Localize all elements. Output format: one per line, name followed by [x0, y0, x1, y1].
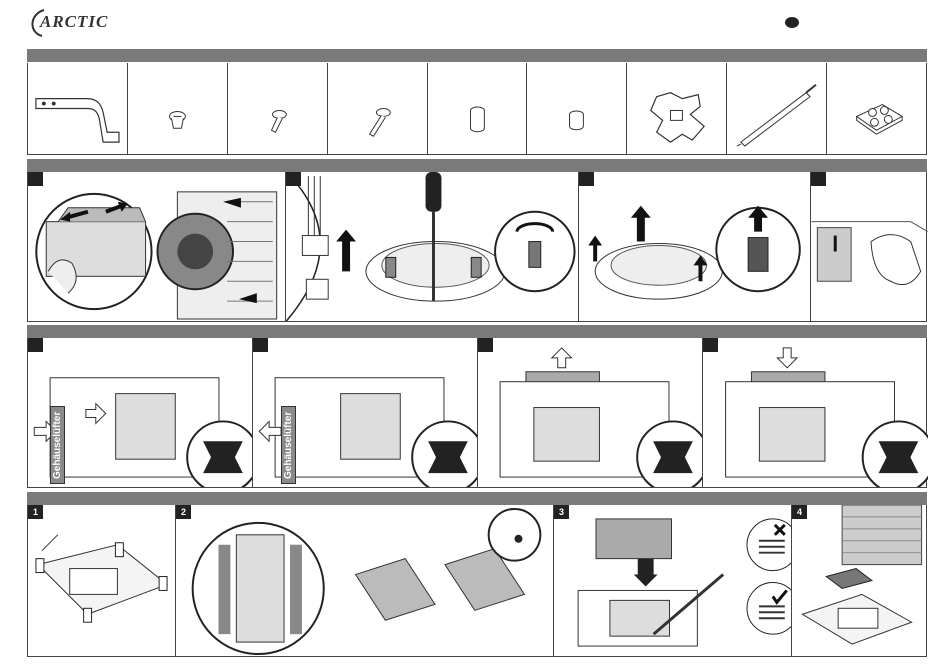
step-unscrew-cooler	[286, 172, 579, 321]
section-band-cooler	[27, 159, 927, 172]
install-step-1: 1	[28, 505, 176, 656]
orientation-row: Gehäuselüfter Gehäuselüfter	[27, 338, 927, 488]
arrow-up-icon	[552, 348, 572, 368]
thermal-paste-syringe-icon	[727, 63, 826, 154]
screw-icon	[128, 63, 227, 154]
install-step-3: 3	[554, 505, 792, 656]
arrow-down-icon	[777, 348, 797, 368]
orientation-step-3	[478, 338, 703, 487]
step-lift-cooler	[579, 172, 811, 321]
standoff-icon	[428, 63, 527, 154]
language-dot	[785, 17, 799, 28]
part-backplate	[627, 63, 727, 154]
cooler-removal-row	[27, 172, 927, 322]
section-band-orientation	[27, 325, 927, 338]
case-fan-label: Gehäuselüfter	[50, 406, 65, 484]
orientation-step-4	[703, 338, 928, 487]
part-thermal-pads	[827, 63, 926, 154]
part-screw-medium	[228, 63, 328, 154]
part-standoff-tall	[428, 63, 528, 154]
parts-list	[27, 63, 927, 155]
part-screw-long	[328, 63, 428, 154]
install-step-4: 4	[792, 505, 928, 656]
installation-row: 1 2 3	[27, 505, 927, 657]
brand-logo: ARCTIC	[26, 6, 126, 40]
case-fan-label: Gehäuselüfter	[281, 406, 296, 484]
part-standoff-short	[527, 63, 627, 154]
bracket-icon	[28, 63, 127, 154]
screw-icon	[328, 63, 427, 154]
brand-logo-text: ARCTIC	[39, 12, 108, 31]
thermal-pad-icon	[827, 63, 926, 154]
section-band-installation	[27, 492, 927, 505]
standoff-icon	[527, 63, 626, 154]
step-remove-fan	[28, 172, 286, 321]
install-step-2: 2	[176, 505, 554, 656]
section-band-parts	[27, 49, 927, 62]
step-clean-cpu	[811, 172, 928, 321]
part-screw-short	[128, 63, 228, 154]
orientation-step-2: Gehäuselüfter	[253, 338, 478, 487]
backplate-icon	[627, 63, 726, 154]
screw-icon	[228, 63, 327, 154]
part-thermal-paste	[727, 63, 827, 154]
part-mounting-bracket	[28, 63, 128, 154]
orientation-step-1: Gehäuselüfter	[28, 338, 253, 487]
